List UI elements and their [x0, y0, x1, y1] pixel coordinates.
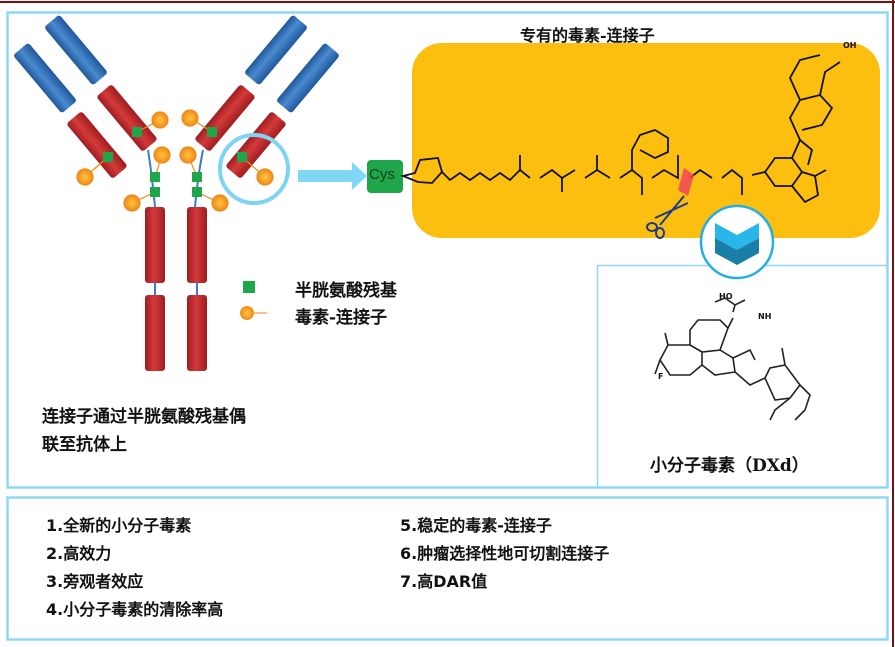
- feature-6: 6.肿瘤选择性地可切割连接子: [400, 544, 610, 563]
- payload-background: [412, 43, 880, 238]
- feature-1: 1.全新的小分子毒素: [46, 516, 192, 535]
- atom-f: F: [658, 372, 664, 381]
- atom-oh: OH: [843, 41, 857, 50]
- chevron-down-icon: [699, 204, 775, 280]
- dxd-structure: [654, 297, 811, 421]
- scissors-icon: [646, 195, 689, 239]
- atom-nh: NH: [758, 312, 772, 321]
- highlight-circle: [218, 133, 290, 205]
- legend-cysteine-label: 半胱氨酸残基: [295, 281, 397, 301]
- antibody-icon: [14, 15, 339, 371]
- legend-cysteine-icon: [243, 281, 255, 293]
- toxin-label: 小分子毒素（DXd）: [650, 456, 809, 476]
- feature-7: 7.高DAR值: [400, 572, 488, 591]
- proprietary-linker-title: 专有的毒素-连接子: [520, 26, 655, 45]
- arrow-icon: [298, 162, 367, 190]
- cysteine-icons: [103, 127, 247, 197]
- feature-4: 4.小分子毒素的清除率高: [46, 600, 224, 619]
- feature-3: 3.旁观者效应: [46, 572, 144, 591]
- cleavage-mark: [678, 168, 694, 196]
- cys-box: [367, 160, 403, 193]
- legend-toxin-linker-label: 毒素-连接子: [295, 308, 388, 328]
- legend-toxin-icon: [240, 306, 254, 320]
- caption-line-1: 连接子通过半胱氨酸残基偶: [42, 407, 246, 427]
- main-frame: [6, 11, 889, 489]
- cys-label: Cys: [369, 166, 395, 183]
- caption-line-2: 联至抗体上: [42, 435, 127, 455]
- feature-2: 2.高效力: [46, 544, 112, 563]
- atom-ho: HO: [719, 292, 733, 301]
- linker-structure: [400, 54, 841, 204]
- feature-5: 5.稳定的毒素-连接子: [400, 516, 552, 535]
- features-frame: [6, 496, 889, 641]
